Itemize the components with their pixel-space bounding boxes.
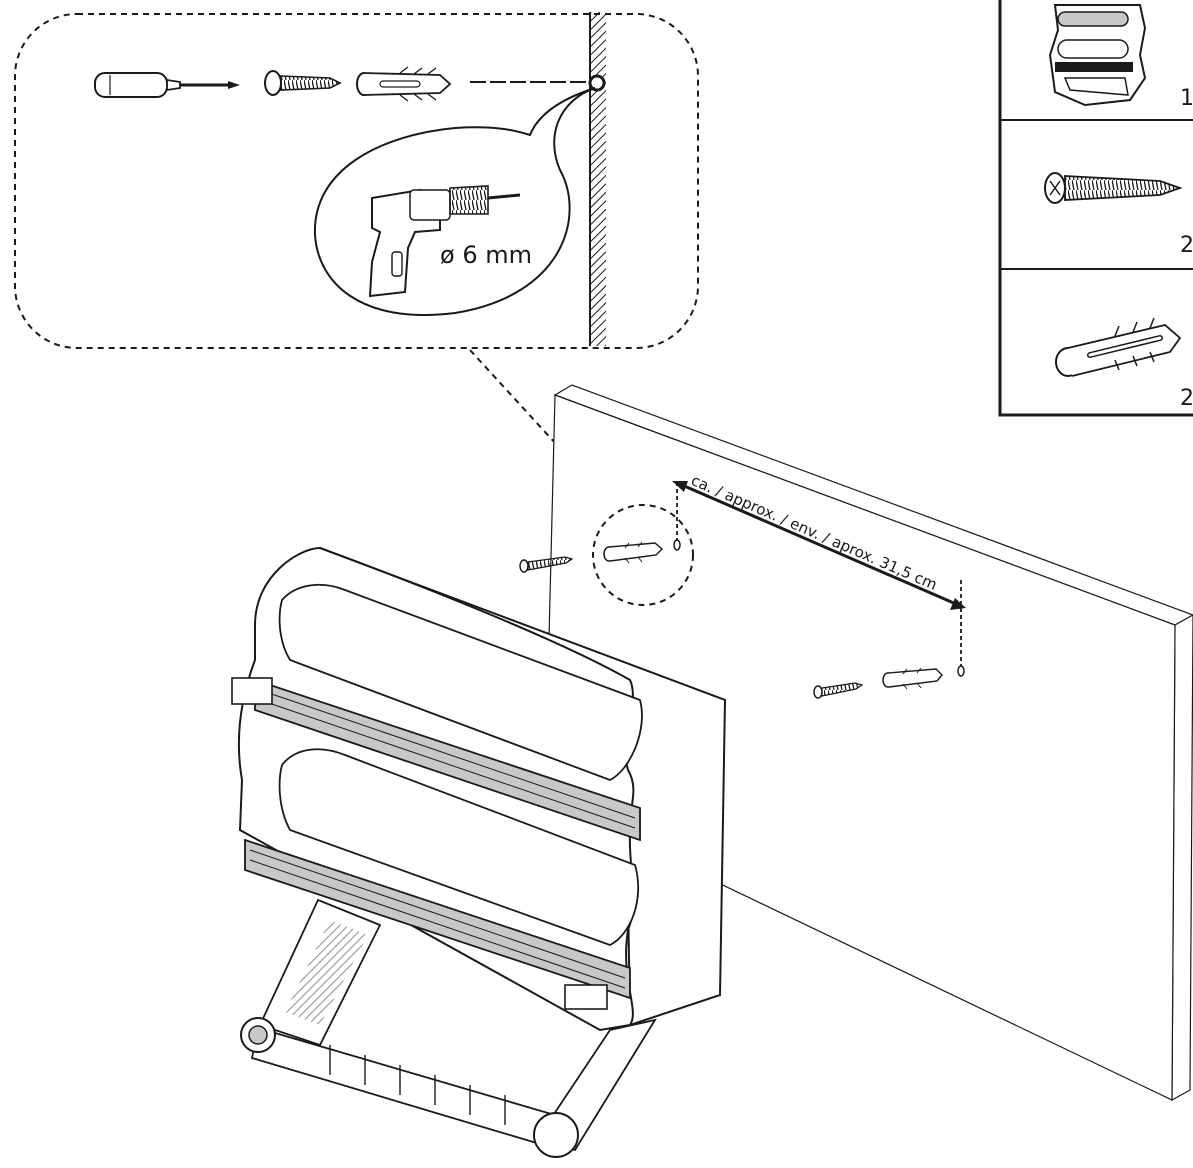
distance-arrow — [672, 481, 966, 610]
drill-size-label: ø 6 mm — [440, 241, 532, 269]
dispenser-icon — [1048, 4, 1147, 107]
wall-plug-icon — [356, 66, 452, 102]
wall-section — [589, 12, 606, 346]
drill-icon — [368, 185, 521, 298]
detail-circle — [592, 504, 694, 606]
left-mounting-hole — [673, 539, 681, 551]
callout-frame — [14, 13, 699, 349]
screw-icon — [1044, 172, 1183, 204]
wall-plug-quantity: 2 — [1180, 386, 1193, 411]
screw-icon — [813, 682, 864, 699]
screw-icon — [264, 70, 342, 96]
dispenser-quantity: 1 — [1180, 86, 1193, 111]
dispenser-icon — [231, 546, 727, 1158]
wall-plug-icon — [882, 667, 943, 690]
detail-callout: ø 6 mm — [14, 12, 699, 349]
screw-quantity: 2 — [1180, 233, 1193, 258]
screw-icon — [519, 556, 574, 573]
screwdriver-icon — [94, 72, 240, 98]
right-mounting-hole — [957, 665, 965, 677]
parts-list: 1 2 2 — [998, 0, 1193, 417]
wall-plug-icon — [603, 541, 664, 564]
drill-hole — [588, 74, 606, 92]
wall-panel — [544, 384, 1193, 1102]
wall-plug-icon — [1055, 317, 1182, 377]
